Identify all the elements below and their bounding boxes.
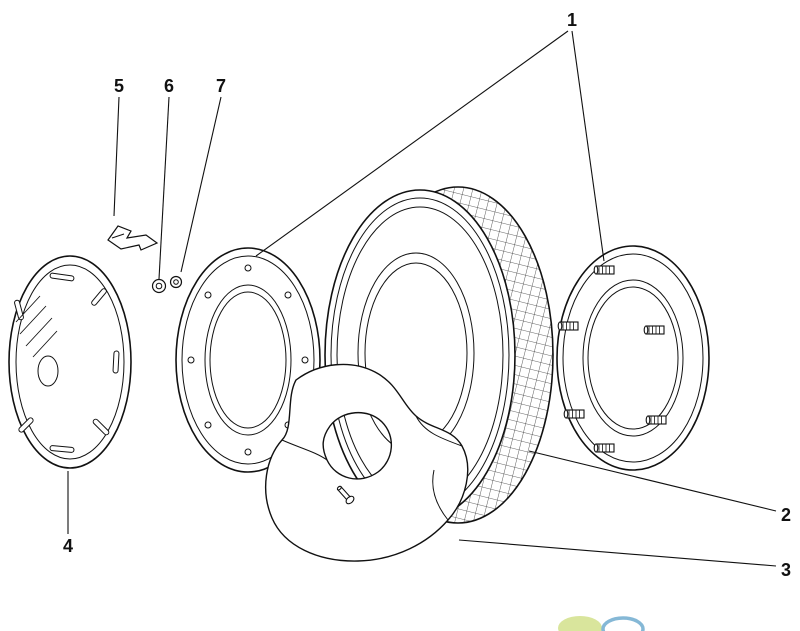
retainer-clip-detail bbox=[111, 233, 125, 239]
leader-line-1a bbox=[255, 30, 569, 257]
hub-cap-center-hole bbox=[37, 355, 59, 387]
rim-half-outer-edge bbox=[556, 245, 710, 471]
hub-cap-hatching bbox=[15, 295, 58, 358]
callout-4: 4 bbox=[63, 536, 73, 556]
retainer-clip bbox=[107, 225, 159, 251]
leader-line-1b bbox=[571, 30, 605, 262]
leader-line-5 bbox=[113, 96, 120, 217]
leader-line-3 bbox=[458, 539, 777, 567]
valve-stem bbox=[336, 485, 355, 505]
wheel-stud bbox=[643, 325, 665, 335]
inner-tube-body bbox=[265, 363, 469, 562]
leader-line-7 bbox=[180, 96, 222, 273]
wheel-stud bbox=[593, 443, 615, 453]
wheel-stud bbox=[557, 321, 579, 331]
hub-cap-inner-edge bbox=[15, 264, 125, 460]
rim-half-inner-lip bbox=[181, 255, 315, 465]
callout-5: 5 bbox=[114, 76, 124, 96]
small-nut bbox=[151, 278, 167, 294]
rim-half-inner-outer-edge bbox=[175, 247, 321, 473]
rim-half-inner-opening-outer bbox=[204, 284, 292, 436]
leader-line-2 bbox=[528, 450, 777, 512]
leader-line-6 bbox=[158, 96, 170, 280]
rim-half-inner bbox=[175, 247, 321, 473]
wheel-studs bbox=[557, 265, 667, 453]
hub-cap-slots bbox=[14, 272, 120, 453]
rim-half-inner-opening-inner bbox=[209, 291, 287, 429]
rim-half-outer-opening-inner bbox=[587, 286, 679, 430]
rim-half-outer bbox=[556, 245, 710, 471]
callout-6: 6 bbox=[164, 76, 174, 96]
small-washer bbox=[169, 275, 183, 289]
inner-tube bbox=[265, 363, 469, 562]
watermark-fragment bbox=[558, 616, 645, 631]
watermark-left-blob bbox=[558, 616, 602, 631]
callout-3: 3 bbox=[781, 560, 791, 580]
callout-2: 2 bbox=[781, 505, 791, 525]
wheel-stud bbox=[645, 415, 667, 425]
wheel-stud bbox=[593, 265, 615, 275]
rim-half-outer-opening-outer bbox=[582, 279, 684, 437]
watermark-right-ring bbox=[601, 616, 645, 631]
inner-tube-folds bbox=[281, 415, 463, 521]
wheel-stud bbox=[563, 409, 585, 419]
callout-7: 7 bbox=[216, 76, 226, 96]
callout-labels: 1 5 6 7 4 2 3 bbox=[63, 10, 791, 580]
leader-lines bbox=[67, 30, 777, 567]
callout-1: 1 bbox=[567, 10, 577, 30]
hub-cap-outer-edge bbox=[8, 255, 132, 469]
rim-half-outer-lip bbox=[562, 253, 704, 463]
retainer-clip-body bbox=[107, 225, 159, 251]
hub-cap bbox=[8, 255, 132, 469]
rim-bolt-holes bbox=[187, 264, 309, 456]
